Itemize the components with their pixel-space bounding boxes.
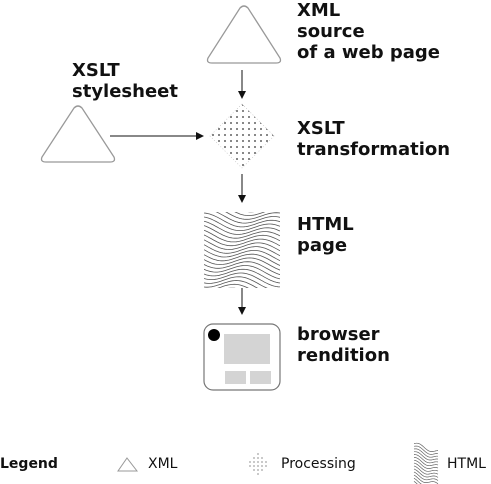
wave-line — [413, 471, 439, 481]
xslt-stylesheet-triangle-icon — [40, 105, 116, 163]
html-page-label: HTML page — [297, 214, 354, 256]
html-page-waves-icon — [204, 212, 280, 288]
wave-line — [413, 474, 439, 484]
wave-line — [204, 216, 280, 231]
wave-line — [413, 454, 439, 464]
legend-html-waves-icon — [413, 442, 439, 484]
wave-line — [414, 457, 439, 467]
legend-title: Legend — [0, 456, 58, 472]
xslt-transformation-label: XSLT transformation — [297, 118, 451, 160]
wave-line — [204, 253, 280, 266]
xml-source-triangle-icon — [206, 5, 282, 64]
wave-line — [413, 445, 438, 455]
wave-line — [413, 465, 439, 475]
wave-line — [204, 276, 268, 288]
legend-processing-dots-icon — [246, 452, 270, 476]
xslt-stylesheet-label: XSLT stylesheet — [72, 60, 178, 102]
legend-xml-label: XML — [148, 456, 178, 472]
legend-processing-label: Processing — [281, 456, 356, 472]
browser-rendition-label: browser rendition — [297, 324, 390, 366]
browser-rendition-icon — [203, 323, 281, 391]
wave-line — [217, 283, 249, 288]
wave-line — [204, 261, 280, 275]
legend-html-label: HTML — [447, 456, 486, 472]
xslt-transformation-diamond-icon — [209, 103, 275, 169]
wave-line — [413, 477, 422, 484]
legend-xml-triangle-icon — [117, 457, 139, 472]
wave-line — [413, 451, 439, 461]
wave-line — [413, 448, 438, 458]
wave-line — [204, 244, 280, 257]
wave-line — [204, 220, 280, 235]
wave-line — [204, 229, 280, 243]
wave-line — [204, 268, 280, 284]
xml-source-label: XML source of a web page — [297, 0, 440, 63]
wave-line — [204, 234, 280, 247]
wave-line — [204, 257, 280, 271]
wave-line — [413, 442, 439, 452]
wave-line — [204, 239, 280, 252]
wave-line — [204, 265, 280, 280]
wave-line — [204, 212, 280, 228]
wave-line — [413, 462, 439, 472]
wave-line — [413, 459, 439, 469]
wave-line — [204, 272, 280, 288]
wave-line — [215, 212, 280, 224]
wave-line — [204, 225, 280, 239]
wave-line — [234, 212, 266, 216]
wave-line — [204, 249, 280, 262]
wave-line — [204, 280, 258, 288]
wave-line — [413, 468, 439, 478]
wave-line — [225, 212, 280, 220]
